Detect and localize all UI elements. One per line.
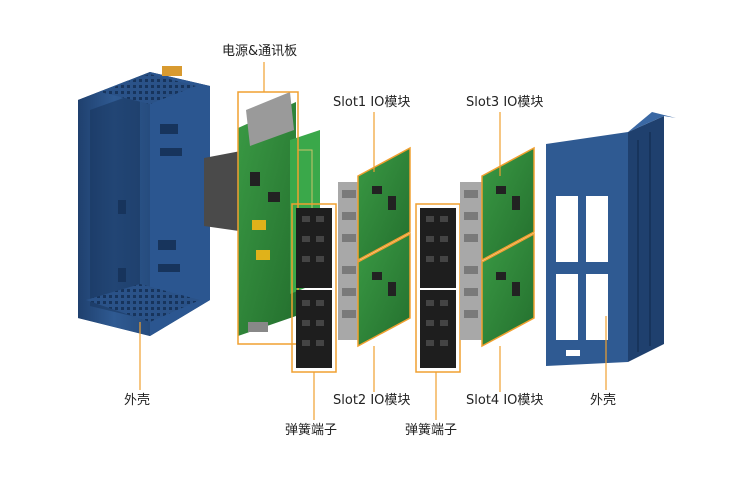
label-spring-terminal-2: 弹簧端子 bbox=[405, 423, 458, 438]
io-module-slot3-slot4 bbox=[460, 148, 534, 346]
slot2-pcb bbox=[358, 234, 410, 346]
slot2-callout bbox=[357, 232, 411, 348]
slot4-callout bbox=[481, 232, 535, 348]
slot1-pcb bbox=[358, 148, 410, 260]
io-module-slot1-slot2 bbox=[338, 148, 410, 346]
label-slot2: Slot2 IO模块 bbox=[333, 393, 411, 408]
label-spring-terminal-1: 弹簧端子 bbox=[285, 423, 338, 438]
slot3-pcb bbox=[482, 148, 534, 260]
spring-terminal-block-1 bbox=[296, 208, 332, 368]
label-slot1: Slot1 IO模块 bbox=[333, 95, 411, 110]
label-slot3: Slot3 IO模块 bbox=[466, 95, 544, 110]
mounting-rail bbox=[204, 150, 246, 232]
right-shell-cover bbox=[546, 112, 676, 366]
slot3-callout bbox=[481, 146, 535, 262]
slot4-pcb bbox=[482, 234, 534, 346]
spring-terminal-block-2 bbox=[420, 208, 456, 368]
label-shell-right: 外壳 bbox=[590, 393, 617, 408]
slot1-callout bbox=[357, 146, 411, 262]
label-power-comm-board: 电源&通讯板 bbox=[222, 44, 298, 59]
label-shell-left: 外壳 bbox=[124, 393, 151, 408]
left-shell bbox=[78, 66, 210, 336]
leader-lines bbox=[139, 62, 607, 420]
label-slot4: Slot4 IO模块 bbox=[466, 393, 544, 408]
